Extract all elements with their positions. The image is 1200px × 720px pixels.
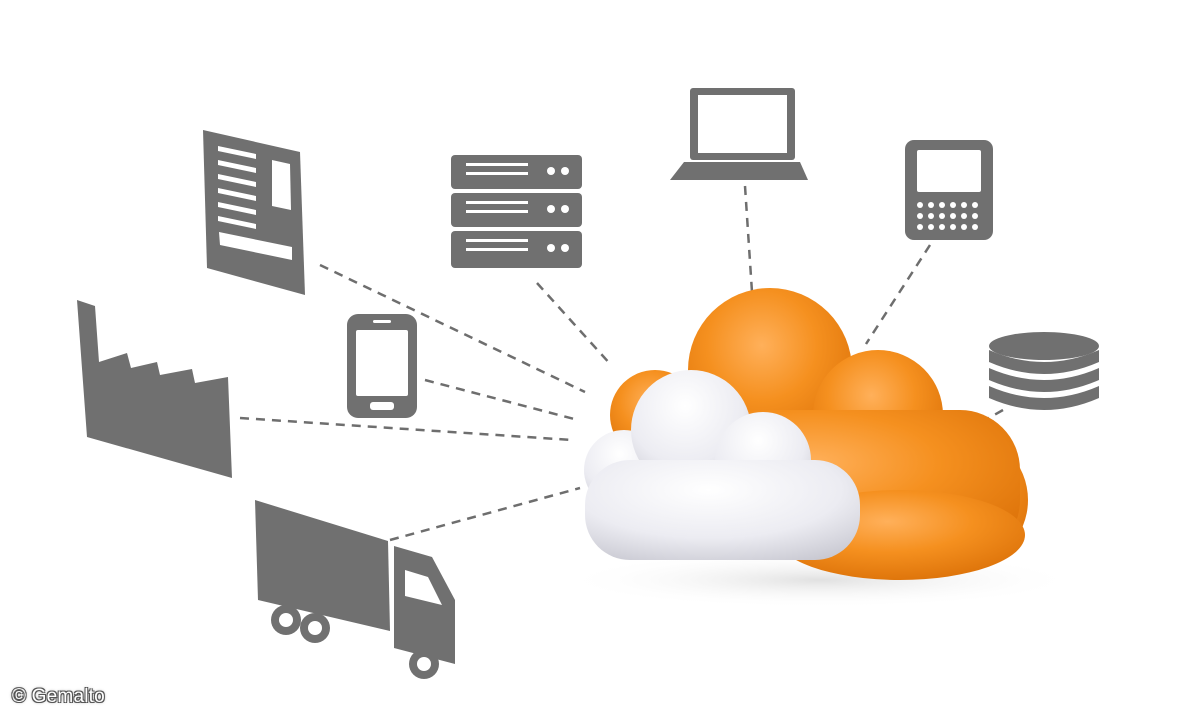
connector-factory	[239, 416, 573, 442]
server-rack-icon	[451, 155, 582, 268]
connector-smartphone	[424, 378, 579, 422]
connector-keyboard-phone	[864, 244, 932, 345]
connector-truck	[389, 486, 581, 542]
white-cloud	[584, 370, 860, 560]
truck-icon	[255, 500, 455, 679]
connector-lines	[239, 185, 1004, 542]
database-icon	[989, 332, 1099, 410]
laptop-icon	[670, 88, 808, 180]
smartphone-icon	[347, 314, 417, 418]
connector-server	[536, 282, 613, 367]
connector-document	[319, 263, 586, 394]
cloud-icon	[560, 288, 1080, 608]
factory-icon	[77, 300, 232, 478]
connector-laptop	[743, 185, 754, 293]
document-icon	[203, 130, 305, 295]
copyright-credit: © Gemalto	[12, 686, 105, 707]
smartphone-keyboard-icon	[905, 140, 993, 240]
